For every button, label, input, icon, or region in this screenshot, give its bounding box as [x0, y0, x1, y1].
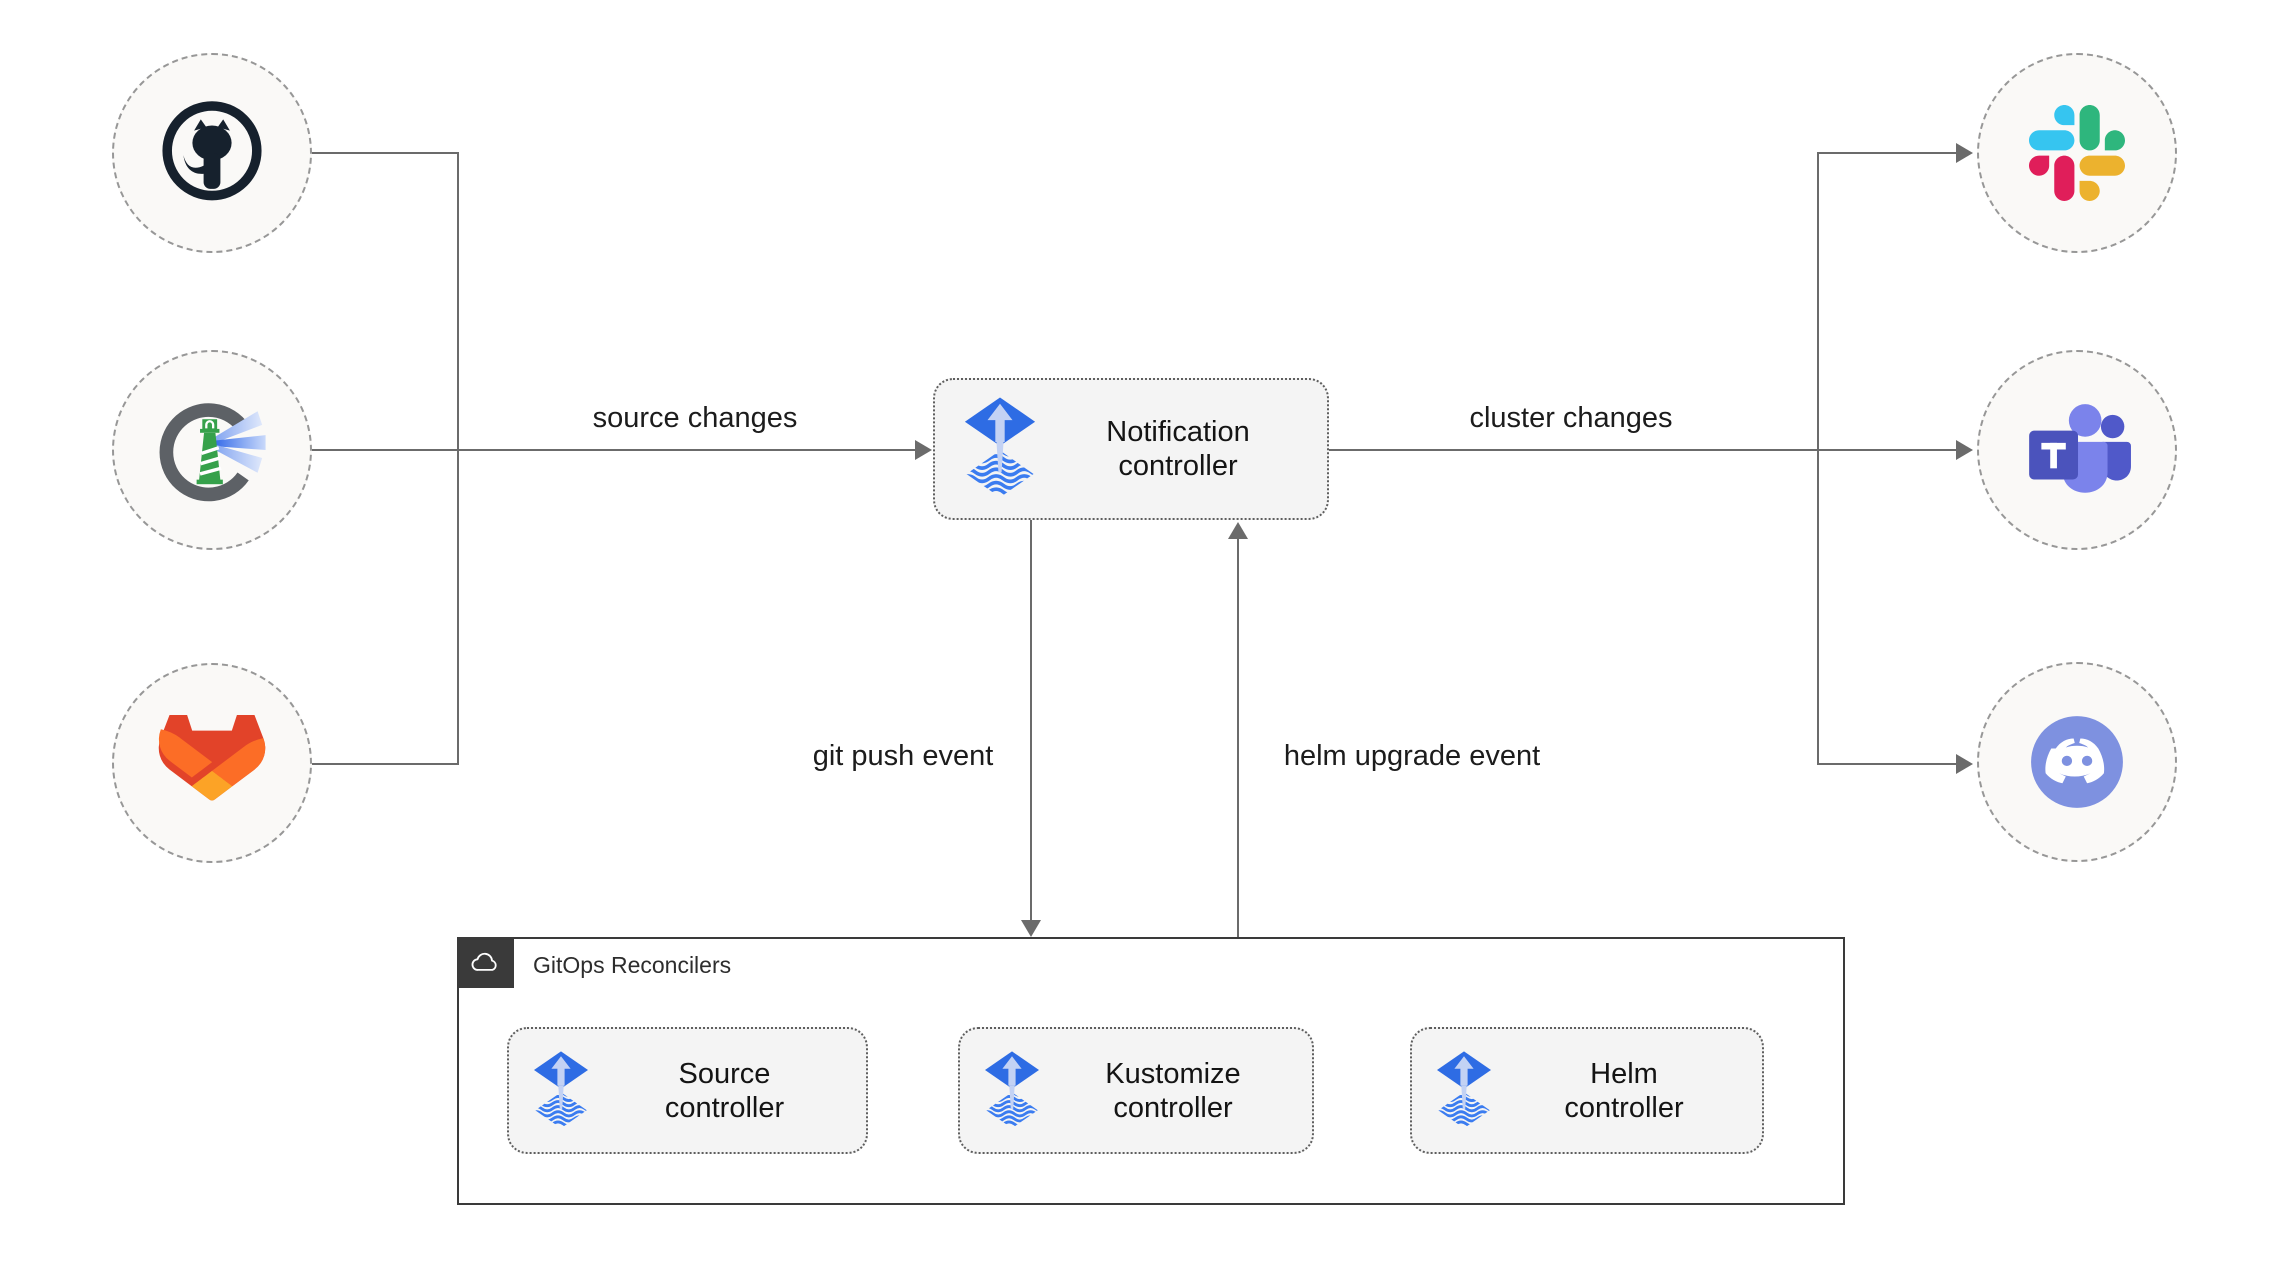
endpoint-discord [1977, 662, 2177, 862]
node-kustomize-controller: Kustomize controller [958, 1027, 1314, 1154]
cloud-icon [470, 951, 502, 974]
node-helm-controller-label: Helm controller [1494, 1057, 1754, 1125]
edge-slack-arrowhead [1956, 143, 1973, 163]
edge-teams-arrowhead [1956, 440, 1973, 460]
endpoint-github [112, 53, 312, 253]
node-notification-controller-label: Notification controller [1039, 415, 1317, 483]
edge-slack-stub [1818, 152, 1956, 154]
edge-source-changes-arrowhead [915, 440, 932, 460]
flux-icon [961, 392, 1039, 506]
flux-icon [1434, 1043, 1494, 1139]
node-source-controller: Source controller [507, 1027, 868, 1154]
label-line-2: controller [1118, 450, 1238, 482]
edge-label-git-push-event: git push event [806, 740, 1000, 773]
node-notification-controller: Notification controller [933, 378, 1329, 520]
endpoint-gitlab [112, 663, 312, 863]
edge-discord-stub [1818, 763, 1956, 765]
edge-gitlab-stub [312, 763, 458, 765]
label-line-1: Helm [1590, 1057, 1658, 1090]
edge-discord-arrowhead [1956, 754, 1973, 774]
edge-label-cluster-changes: cluster changes [1463, 402, 1679, 435]
edge-helm-upgrade-line [1237, 538, 1239, 937]
label-line-1: Kustomize [1105, 1057, 1241, 1090]
flux-icon [982, 1043, 1042, 1139]
edge-git-push-arrowhead [1021, 920, 1041, 937]
label-line-1: Notification [1106, 416, 1250, 448]
group-title: GitOps Reconcilers [533, 952, 732, 978]
node-source-controller-label: Source controller [591, 1057, 858, 1125]
edge-label-source-changes: source changes [586, 402, 804, 435]
gitlab-icon [151, 715, 273, 811]
github-icon [156, 97, 268, 209]
edge-left-bus [457, 152, 459, 765]
edge-cluster-changes-line [1329, 449, 1956, 451]
edge-github-stub [312, 152, 458, 154]
slack-icon [2029, 105, 2125, 201]
endpoint-harbor [112, 350, 312, 550]
node-kustomize-controller-label: Kustomize controller [1042, 1057, 1304, 1125]
label-line-2: controller [664, 1091, 785, 1124]
discord-icon [2021, 706, 2133, 818]
label-line-2: controller [1564, 1091, 1684, 1124]
endpoint-slack [1977, 53, 2177, 253]
edge-right-bus [1817, 152, 1819, 765]
label-line-2: controller [1113, 1091, 1233, 1124]
edge-label-helm-upgrade-event: helm upgrade event [1277, 740, 1547, 773]
edge-source-changes-line [312, 449, 915, 451]
label-line-1: Source [678, 1057, 771, 1090]
flux-icon [531, 1043, 591, 1139]
node-helm-controller: Helm controller [1410, 1027, 1764, 1154]
endpoint-teams [1977, 350, 2177, 550]
teams-icon [2021, 399, 2133, 501]
group-badge [457, 937, 514, 988]
edge-git-push-line [1030, 520, 1032, 922]
edge-helm-upgrade-arrowhead [1228, 522, 1248, 539]
harbor-icon [155, 393, 269, 507]
